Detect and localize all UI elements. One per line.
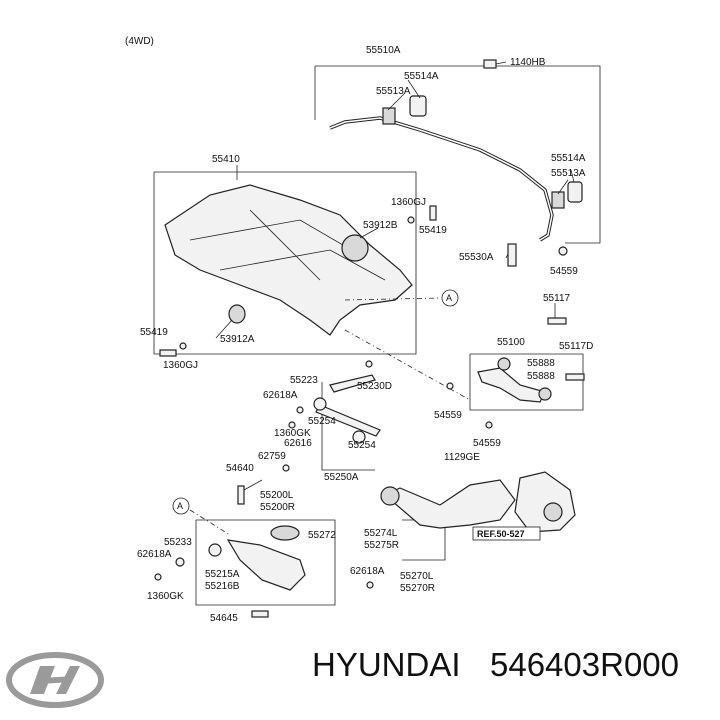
svg-text:A: A xyxy=(446,293,452,303)
subframe-box xyxy=(153,171,417,355)
label-62759: 62759 xyxy=(258,451,286,462)
label-55514A: 55514A xyxy=(404,71,439,82)
label-55270R: 55270R xyxy=(400,583,435,594)
bolt-54640 xyxy=(237,485,245,505)
label-55410: 55410 xyxy=(212,154,240,165)
upper-arm-box xyxy=(469,353,584,411)
bushing-53912a xyxy=(228,304,246,324)
bushing-right xyxy=(551,191,565,209)
label-55270L: 55270L xyxy=(400,571,434,582)
label-1360GK-2: 1360GK xyxy=(147,591,184,602)
label-55530A: 55530A xyxy=(459,252,494,263)
label-62618A: 62618A xyxy=(263,390,298,401)
subframe-group xyxy=(153,165,437,357)
label-54559-3: 54559 xyxy=(473,438,501,449)
assist-arm-group xyxy=(282,360,381,472)
knuckle xyxy=(514,471,576,533)
callout-a-lower xyxy=(172,497,190,515)
label-54559-2: 54559 xyxy=(434,410,462,421)
label-1360GJ-2: 1360GJ xyxy=(163,360,198,371)
seat-55272 xyxy=(270,525,300,541)
arm-55200 xyxy=(226,539,306,591)
label-55117: 55117 xyxy=(543,293,571,304)
link-55530a xyxy=(507,243,517,267)
label-55513A: 55513A xyxy=(376,86,411,97)
group-bracket xyxy=(315,65,601,244)
label-55215A: 55215A xyxy=(205,569,240,580)
label-54559: 54559 xyxy=(550,266,578,277)
label-55888: 55888 xyxy=(527,358,555,369)
label-55254-2: 55254 xyxy=(348,440,376,451)
label-1129GE: 1129GE xyxy=(444,452,480,463)
label-53912A: 53912A xyxy=(220,334,255,345)
label-55100: 55100 xyxy=(497,337,525,348)
label-62618A-2: 62618A xyxy=(137,549,172,560)
label-55272: 55272 xyxy=(308,530,336,541)
label-55514A-2: 55514A xyxy=(551,153,586,164)
arm-55270 xyxy=(383,479,516,529)
label-55513A-2: 55513A xyxy=(551,168,586,179)
bracket-left xyxy=(409,95,427,117)
ref-label: REF.50-527 xyxy=(477,529,525,539)
ref-box xyxy=(472,526,541,541)
bolt-54645 xyxy=(251,610,269,618)
bracket-right xyxy=(567,181,583,203)
nut-54559 xyxy=(558,246,568,256)
bolt-55419-upper xyxy=(429,205,437,221)
label-55275R: 55275R xyxy=(364,540,399,551)
label-55233: 55233 xyxy=(164,537,192,548)
lower-arm-group xyxy=(154,479,336,618)
bolt-55117 xyxy=(547,317,567,325)
label-62616: 62616 xyxy=(284,438,312,449)
label-55510A: 55510A xyxy=(366,45,401,56)
bushing-53912b xyxy=(341,234,369,262)
label-53912B: 53912B xyxy=(363,220,398,231)
bolt-55419-lower xyxy=(159,349,177,357)
label-55200L: 55200L xyxy=(260,490,294,501)
callout-a-upper xyxy=(441,289,459,307)
lower-arm-box xyxy=(195,519,336,606)
trailing-arm-group xyxy=(366,471,576,589)
label-55419-2: 55419 xyxy=(140,327,168,338)
bolt-55230d xyxy=(329,374,376,393)
label-55223: 55223 xyxy=(290,375,318,386)
brand-maker: HYUNDAI xyxy=(312,646,461,683)
label-54640: 54640 xyxy=(226,463,254,474)
label-1360GK: 1360GK xyxy=(274,428,311,439)
hyundai-logo-icon xyxy=(6,652,104,708)
crossmember-55410 xyxy=(164,184,413,336)
label-1360GJ: 1360GJ xyxy=(391,197,426,208)
brand-part-number: 546403R000 xyxy=(490,646,679,683)
label-62618A-3: 62618A xyxy=(350,566,385,577)
label-55254: 55254 xyxy=(308,416,336,427)
bushing-left xyxy=(382,107,396,125)
svg-text:A: A xyxy=(177,501,183,511)
label-55230D: 55230D xyxy=(357,381,392,392)
bolt-55117d xyxy=(565,373,585,381)
label-55419: 55419 xyxy=(419,225,447,236)
label-55216B: 55216B xyxy=(205,581,240,592)
label-55200R: 55200R xyxy=(260,502,295,513)
label-55274L: 55274L xyxy=(364,528,398,539)
variant-label: (4WD) xyxy=(125,36,154,47)
upper-arm-group xyxy=(446,303,585,429)
label-1140HB: 1140HB xyxy=(510,57,546,68)
stabilizer-bar-group xyxy=(314,59,601,267)
label-55888-2: 55888 xyxy=(527,371,555,382)
label-55117D: 55117D xyxy=(559,341,593,352)
label-55250A: 55250A xyxy=(324,472,359,483)
bolt-1140hb xyxy=(483,59,497,69)
arm-55100 xyxy=(477,367,546,403)
label-54645: 54645 xyxy=(210,613,238,624)
